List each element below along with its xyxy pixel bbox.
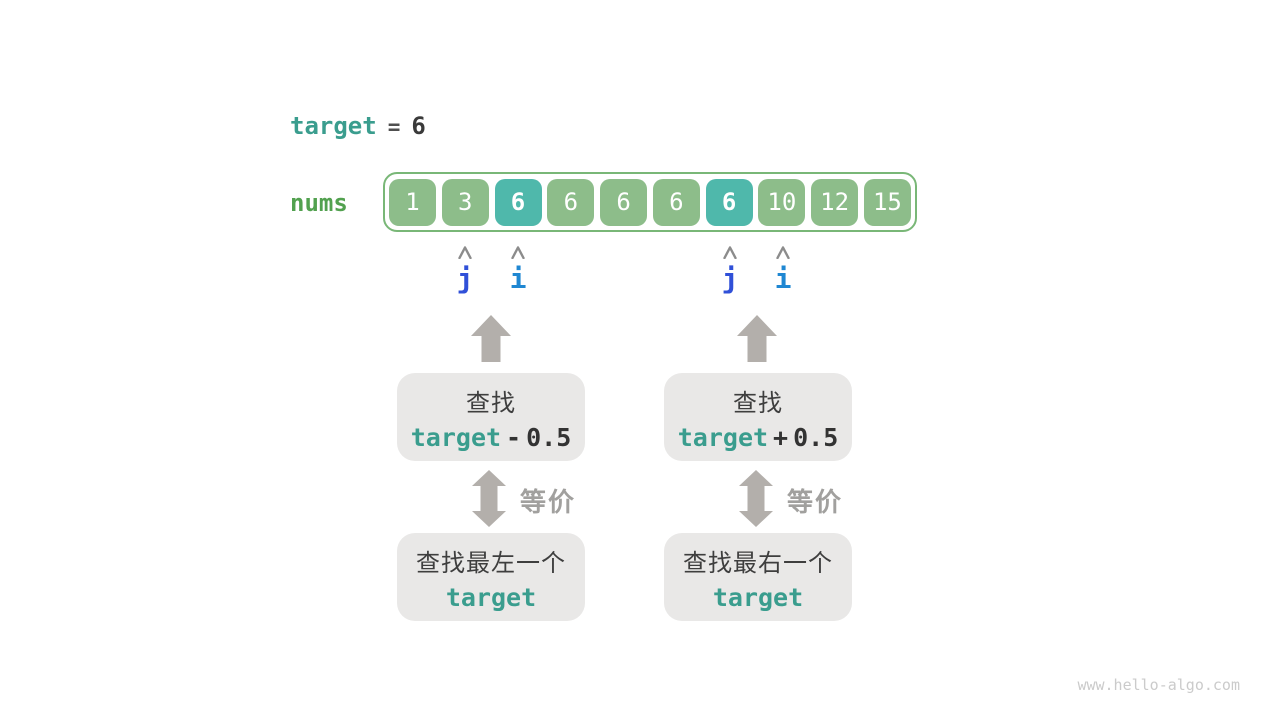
- plus-operator: +: [773, 422, 789, 452]
- target-keyword: target: [677, 422, 769, 452]
- array-cell: 6: [600, 178, 648, 226]
- nums-array: 1 3 6 6 6 6 6 10 12 15: [383, 172, 917, 232]
- array-cell: 3: [441, 178, 489, 226]
- array-cell: 6: [494, 178, 542, 226]
- target-value: 6: [411, 112, 426, 140]
- target-assignment: target = 6: [290, 112, 426, 140]
- array-cell: 15: [863, 178, 911, 226]
- target-keyword: target: [445, 582, 537, 612]
- caret-up-icon: [723, 246, 737, 259]
- result-box-left: 查找最左一个 target: [397, 533, 585, 621]
- target-keyword: target: [712, 582, 804, 612]
- target-keyword: target: [410, 422, 502, 452]
- array-cell: 1: [389, 178, 436, 226]
- array-cell: 6: [652, 178, 700, 226]
- up-arrow-icon: [471, 315, 511, 362]
- equals-sign: =: [387, 115, 401, 139]
- search-expression-box-right: 查找 target + 0.5: [664, 373, 852, 461]
- pointer-j-left: j: [456, 262, 474, 295]
- up-arrow-icon: [737, 315, 777, 362]
- operand: 0.5: [526, 422, 572, 452]
- equivalence-label-right: 等价: [787, 488, 844, 518]
- search-expression: target - 0.5: [411, 423, 572, 452]
- operand: 0.5: [793, 422, 839, 452]
- equivalence-label-left: 等价: [520, 488, 577, 518]
- watermark: www.hello-algo.com: [1077, 676, 1240, 694]
- double-arrow-icon: [472, 470, 506, 527]
- result-keyword-wrap: target: [713, 583, 803, 612]
- result-keyword-wrap: target: [446, 583, 536, 612]
- result-description: 查找最左一个: [416, 548, 566, 577]
- search-expression: target + 0.5: [678, 423, 839, 452]
- double-arrow-icon: [739, 470, 773, 527]
- result-box-right: 查找最右一个 target: [664, 533, 852, 621]
- search-expression-box-left: 查找 target - 0.5: [397, 373, 585, 461]
- nums-label: nums: [290, 189, 348, 217]
- caret-up-icon: [458, 246, 472, 259]
- pointer-i-left: i: [509, 262, 527, 295]
- array-cell: 10: [758, 178, 806, 226]
- target-keyword: target: [290, 112, 377, 140]
- caret-up-icon: [776, 246, 790, 259]
- array-cell: 6: [547, 178, 595, 226]
- array-cell: 12: [811, 178, 859, 226]
- array-cell: 6: [705, 178, 753, 226]
- search-label: 查找: [733, 388, 783, 417]
- pointer-j-right: j: [721, 262, 739, 295]
- result-description: 查找最右一个: [683, 548, 833, 577]
- minus-operator: -: [506, 422, 522, 452]
- search-label: 查找: [466, 388, 516, 417]
- pointer-i-right: i: [774, 262, 792, 295]
- caret-up-icon: [511, 246, 525, 259]
